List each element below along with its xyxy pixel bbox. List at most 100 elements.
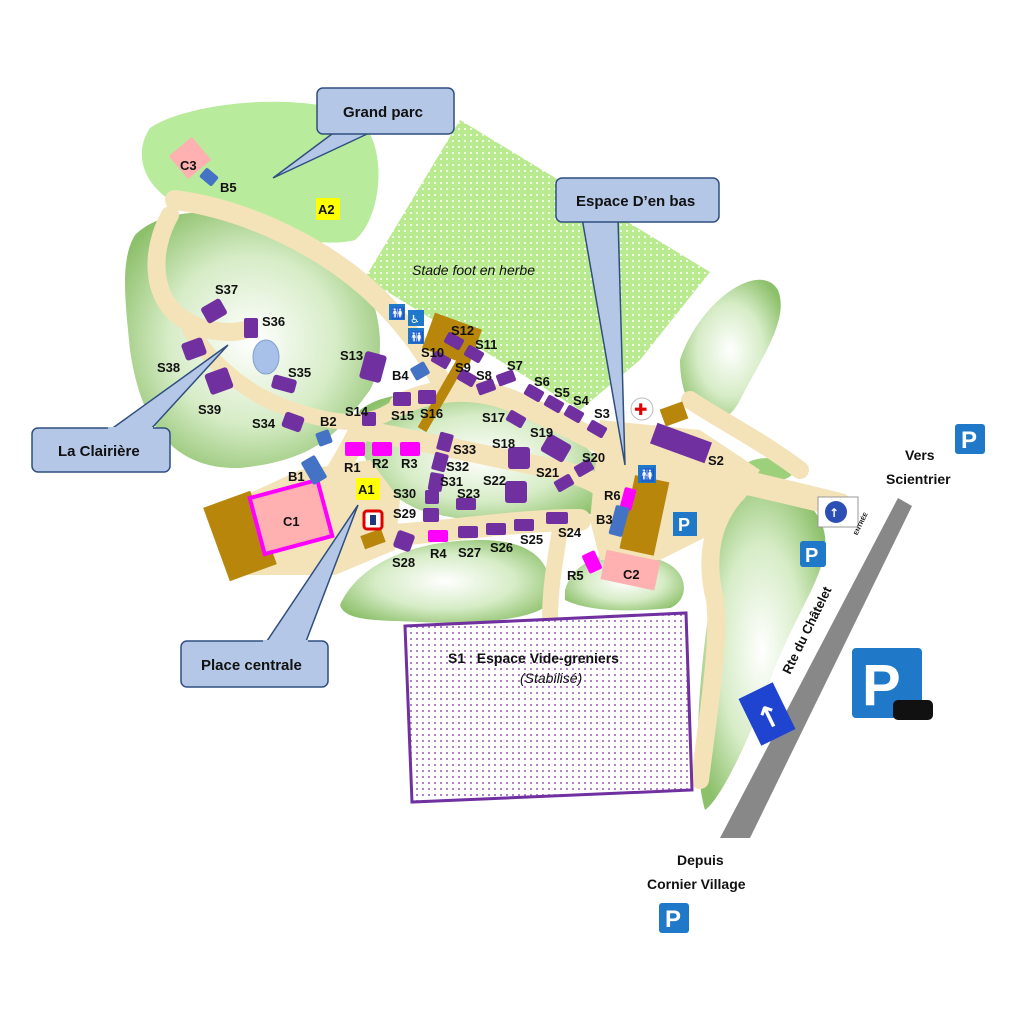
svg-text:P: P — [678, 515, 690, 535]
callout-espace-den-bas: Espace D’en bas — [555, 177, 720, 466]
label-s29: S29 — [393, 506, 416, 521]
label-b5: B5 — [220, 180, 237, 195]
stand-s5 — [543, 395, 565, 413]
stade-label: Stade foot en herbe — [412, 262, 535, 278]
label-s24: S24 — [558, 525, 582, 540]
stand-s25 — [514, 519, 534, 531]
parking-sign-large: P — [852, 648, 933, 720]
building-c3-label: C3 — [180, 158, 197, 173]
label-s28: S28 — [392, 555, 415, 570]
stand-s19 — [540, 433, 572, 463]
bin-b5 — [199, 168, 219, 186]
accessible-parking-icon: P — [673, 512, 697, 536]
label-b3: B3 — [596, 512, 613, 527]
building-c3 — [168, 136, 212, 180]
label-s25: S25 — [520, 532, 543, 547]
stand-s16 — [418, 390, 436, 404]
label-s36: S36 — [262, 314, 285, 329]
clairiere-pond — [252, 339, 280, 375]
vers-line1: Vers — [905, 447, 935, 463]
refreshment-r3 — [400, 442, 420, 456]
label-s34: S34 — [252, 416, 276, 431]
stand-s32 — [431, 451, 449, 473]
building-a2-label: A2 — [318, 202, 335, 217]
marker-labels: B1 B2 B3 B4 B5 R1 R2 R3 R4 R5 R6 — [220, 180, 621, 583]
svg-text:Place centrale: Place centrale — [201, 657, 302, 674]
stand-s11 — [463, 345, 485, 363]
label-s18: S18 — [492, 436, 515, 451]
bin-b3 — [608, 505, 630, 537]
wheelchair-icon: ♿ — [408, 310, 424, 326]
stand-s21 — [553, 474, 575, 492]
east-green-bottom — [697, 490, 826, 810]
stand-s7 — [496, 369, 516, 387]
stands — [181, 298, 608, 552]
refreshment-r6 — [619, 487, 637, 511]
stand-s30 — [425, 490, 439, 504]
building-c1 — [247, 477, 335, 557]
label-s14: S14 — [345, 404, 369, 419]
clairiere-green — [125, 212, 380, 469]
svg-text:Grand parc: Grand parc — [343, 104, 423, 121]
depuis-line1: Depuis — [677, 852, 724, 868]
svg-text:P: P — [961, 427, 977, 454]
label-b4: B4 — [392, 368, 409, 383]
svg-text:↑: ↑ — [829, 506, 839, 520]
depuis-line2: Cornier Village — [647, 876, 746, 892]
refreshment-r2 — [372, 442, 392, 456]
east-green-top — [680, 279, 781, 421]
stand-s22 — [505, 481, 527, 503]
stand-s4 — [563, 405, 585, 423]
extinguisher-icon — [362, 509, 384, 531]
building-c1-label: C1 — [283, 514, 300, 529]
stand-s18 — [508, 447, 530, 469]
label-r6: R6 — [604, 488, 621, 503]
toilets-icon-3: 🚻 — [638, 465, 656, 483]
label-s3: S3 — [594, 406, 610, 421]
label-s4: S4 — [573, 393, 590, 408]
stand-s13 — [359, 351, 387, 383]
toilets-icon: 🚻 — [389, 304, 405, 320]
stand-s29 — [423, 508, 439, 522]
label-s22: S22 — [483, 473, 506, 488]
label-s30: S30 — [393, 486, 416, 501]
refreshments — [345, 442, 637, 574]
building-a1 — [356, 478, 380, 500]
building-c1-annex — [203, 490, 277, 582]
bins — [199, 168, 630, 537]
callout-place-centrale: Place centrale — [180, 504, 359, 688]
stand-s37 — [201, 298, 227, 324]
label-s32: S32 — [446, 459, 469, 474]
stand-s33 — [436, 431, 454, 453]
road-direction-arrow: ↑ — [738, 682, 796, 746]
building-stade-path — [417, 357, 467, 433]
label-r2: R2 — [372, 456, 389, 471]
callout-grand-parc: Grand parc — [272, 87, 455, 179]
stand-s27 — [458, 526, 478, 538]
label-b1: B1 — [288, 469, 305, 484]
label-s12: S12 — [451, 323, 474, 338]
label-s15: S15 — [391, 408, 414, 423]
first-aid-icon: ✚ — [630, 397, 654, 421]
label-s21: S21 — [536, 465, 559, 480]
svg-text:🚻: 🚻 — [391, 307, 405, 320]
svg-text:Espace D’en bas: Espace D’en bas — [576, 193, 695, 210]
label-s38: S38 — [157, 360, 180, 375]
label-s5: S5 — [554, 385, 570, 400]
label-s20: S20 — [582, 450, 605, 465]
building-s2 — [649, 422, 713, 464]
refreshment-r1 — [345, 442, 365, 456]
stand-s36 — [244, 318, 258, 338]
label-s6: S6 — [534, 374, 550, 389]
label-r3: R3 — [401, 456, 418, 471]
label-s17: S17 — [482, 410, 505, 425]
svg-text:♿: ♿ — [410, 313, 420, 326]
building-c2-label: C2 — [623, 567, 640, 582]
label-s7: S7 — [507, 358, 523, 373]
label-s27: S27 — [458, 545, 481, 560]
label-r5: R5 — [567, 568, 584, 583]
stand-s39 — [204, 367, 234, 395]
toilets-icon-2: 🚻 — [408, 328, 424, 344]
stade-field — [365, 120, 710, 410]
stand-s17 — [505, 410, 527, 428]
